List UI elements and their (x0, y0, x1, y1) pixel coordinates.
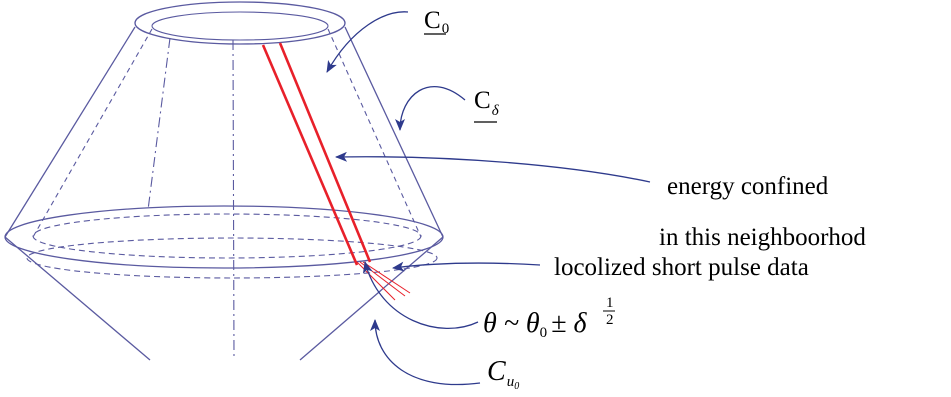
energy-label-line2: in this neighboorhod (659, 224, 866, 251)
svg-text:θ ~ θ0± δ: θ ~ θ0± δ (483, 308, 588, 341)
red-line-left (261, 44, 359, 266)
arrow-c0 (326, 11, 409, 73)
arrow-cu0 (370, 319, 481, 386)
svg-text:Cδ: Cδ (474, 87, 500, 119)
inner-cone (26, 11, 438, 361)
inner-left-edge (32, 28, 153, 238)
arrow-energy (335, 151, 651, 183)
inner-right-edge (327, 28, 422, 238)
pulse-label: locolized short pulse data (554, 254, 809, 281)
label-c0: C0 (424, 7, 449, 37)
outer-top-ellipse (134, 1, 346, 45)
red-beam (261, 42, 411, 301)
svg-text:C0: C0 (424, 7, 449, 37)
red-line-right (278, 42, 372, 263)
center-axis-left (147, 37, 171, 211)
pointer-arrows (326, 11, 651, 386)
lower-dashed-ellipse (26, 237, 438, 279)
inner-top-ellipse (151, 11, 329, 41)
outer-bottom-ellipse (4, 205, 444, 269)
outer-right-edge (344, 26, 444, 238)
outer-cone (4, 1, 444, 361)
svg-text:Cu0: Cu0 (487, 356, 519, 392)
svg-text:1: 1 (606, 295, 614, 311)
outer-left-edge (4, 26, 136, 238)
center-axis-middle (232, 39, 235, 361)
energy-label-line1: energy confined (667, 173, 829, 200)
theta-formula: θ ~ θ0± δ 1 2 (483, 295, 615, 341)
arrow-theta (362, 261, 479, 330)
arrow-pulse (392, 261, 541, 272)
lower-left-edge (4, 236, 151, 361)
inner-bottom-ellipse (32, 213, 422, 259)
arrow-cdelta (395, 86, 466, 131)
label-cdelta: Cδ (474, 87, 500, 123)
lower-right-edge (299, 236, 444, 361)
svg-text:2: 2 (606, 312, 614, 328)
label-cu0: Cu0 (487, 356, 519, 392)
